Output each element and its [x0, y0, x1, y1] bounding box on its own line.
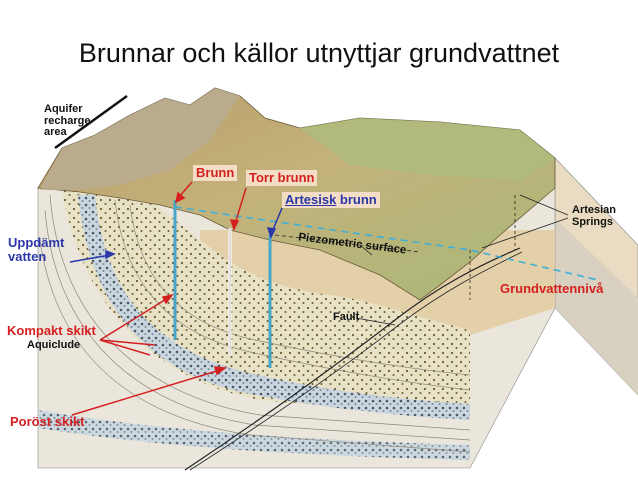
label-uppdamt-vatten: Uppdämt vatten — [8, 235, 65, 264]
upper-aquifer-layer — [62, 190, 470, 420]
label-aquifer-recharge-area: Aquifer recharge area — [44, 103, 91, 139]
recharge-area-bracket — [54, 94, 128, 150]
label-brunn-word: brunn — [336, 192, 377, 207]
label-porost-skikt: Poröst skikt — [10, 414, 85, 429]
label-torr-brunn: Torr brunn — [246, 170, 318, 186]
confined-aquifer-band — [78, 195, 470, 420]
label-fault: Fault — [333, 311, 360, 323]
slide-title: Brunnar och källor utnyttjar grundvattne… — [78, 38, 560, 68]
label-grundvattenniva: Grundvattennivå — [500, 281, 604, 296]
label-aquiclude: Aquiclude — [27, 339, 81, 351]
fault-line — [184, 247, 521, 471]
piezometric-surface-line — [274, 234, 421, 253]
label-artesian-springs: Artesian Springs — [572, 204, 617, 228]
label-brunn: Brunn — [193, 165, 238, 181]
water-table-line — [174, 206, 599, 281]
label-artesisk-word: Artesisk — [285, 192, 337, 207]
label-artesisk-brunn: Artesisk brunn — [282, 192, 380, 208]
label-kompakt-skikt: Kompakt skikt — [7, 323, 96, 338]
